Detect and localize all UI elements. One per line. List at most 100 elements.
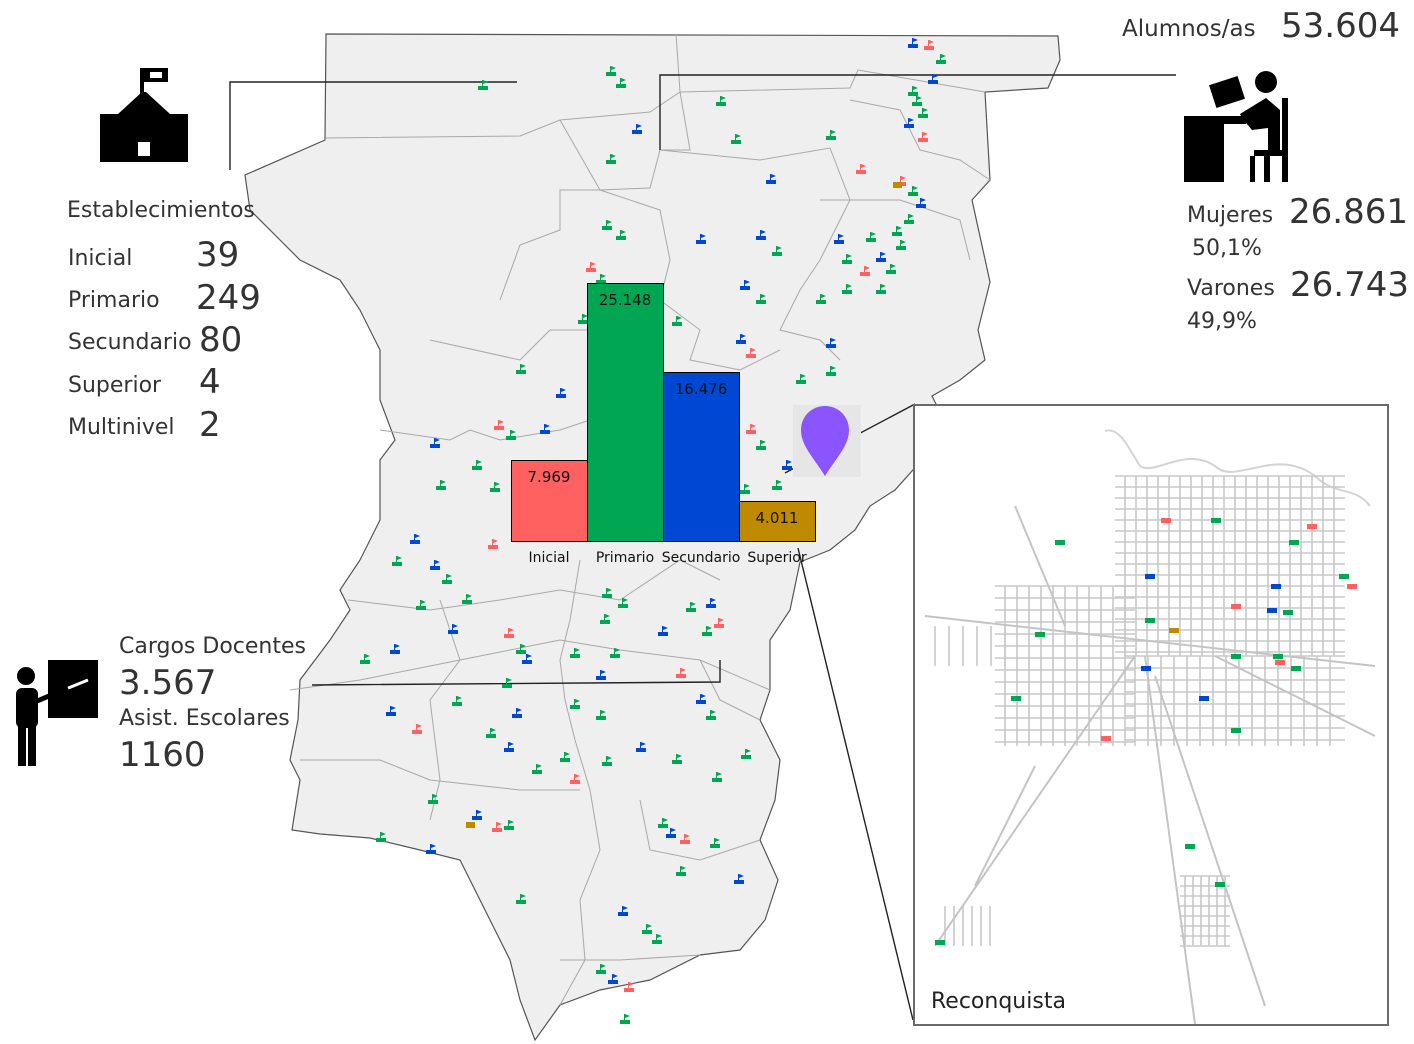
flag-marker-icon: [696, 694, 706, 704]
flag-marker-icon: [624, 982, 634, 992]
flag-marker-icon: [606, 66, 616, 76]
flag-marker-icon: [360, 654, 370, 664]
flag-marker-icon: [928, 74, 938, 84]
flag-marker-icon: [710, 838, 720, 848]
flag-marker-icon: [416, 600, 426, 610]
teachers-label: Cargos Docentes: [119, 634, 306, 659]
bar-category-label: Secundario: [661, 550, 741, 566]
flag-marker-icon: [1211, 518, 1221, 523]
flag-marker-icon: [618, 906, 628, 916]
flag-marker-icon: [486, 728, 496, 738]
flag-marker-icon: [892, 226, 902, 236]
flag-marker-icon: [560, 752, 570, 762]
assistants-value: 1160: [119, 735, 206, 775]
flag-marker-icon: [734, 874, 744, 884]
bar-value-label: 25.148: [598, 291, 652, 309]
reconquista-inset-map: Reconquista: [913, 404, 1389, 1026]
bar-primario: [587, 283, 664, 542]
flag-marker-icon: [616, 230, 626, 240]
flag-marker-icon: [504, 742, 514, 752]
flag-marker-icon: [426, 844, 436, 854]
flag-marker-icon: [782, 460, 792, 470]
flag-marker-icon: [696, 234, 706, 244]
flag-marker-icon: [540, 424, 550, 434]
flag-marker-icon: [610, 648, 620, 658]
flag-marker-icon: [488, 539, 498, 549]
flag-marker-icon: [860, 266, 870, 276]
flag-marker-icon: [430, 560, 440, 570]
flag-marker-icon: [1231, 604, 1241, 609]
flag-marker-icon: [918, 132, 928, 142]
flag-marker-icon: [916, 198, 926, 208]
flag-marker-icon: [462, 594, 472, 604]
flag-marker-icon: [1161, 518, 1171, 523]
flag-marker-icon: [1185, 844, 1195, 849]
flag-marker-icon: [570, 774, 580, 784]
inset-label: Reconquista: [931, 989, 1066, 1014]
male-pct: 49,9%: [1187, 309, 1257, 334]
flag-marker-icon: [1267, 608, 1277, 613]
flag-marker-icon: [740, 280, 750, 290]
flag-marker-icon: [1141, 666, 1151, 671]
flag-marker-icon: [918, 108, 928, 118]
flag-marker-icon: [842, 284, 852, 294]
teachers-value: 3.567: [119, 663, 217, 703]
flag-marker-icon: [620, 1014, 630, 1024]
flag-marker-icon: [596, 670, 606, 680]
flag-marker-icon: [736, 334, 746, 344]
flag-marker-icon: [1101, 736, 1111, 741]
flag-marker-icon: [908, 38, 918, 48]
schools-label-primario: Primario: [68, 288, 160, 313]
flag-marker-icon: [706, 598, 716, 608]
flag-marker-icon: [596, 964, 606, 974]
flag-marker-icon: [1283, 610, 1293, 615]
flag-marker-icon: [876, 284, 886, 294]
flag-marker-icon: [478, 80, 488, 90]
flag-marker-icon: [512, 708, 522, 718]
flag-marker-icon: [826, 366, 836, 376]
flag-marker-icon: [876, 252, 886, 262]
flag-marker-icon: [816, 294, 826, 304]
flag-marker-icon: [908, 186, 918, 196]
flag-marker-icon: [490, 482, 500, 492]
flag-marker-icon: [600, 614, 610, 624]
flag-marker-icon: [436, 480, 446, 490]
flag-marker-icon: [492, 822, 502, 832]
flag-marker-icon: [712, 772, 722, 782]
schools-label-superior: Superior: [68, 373, 162, 398]
flag-marker-icon: [1215, 882, 1225, 887]
flag-marker-icon: [796, 374, 806, 384]
flag-marker-icon: [714, 618, 724, 628]
flag-marker-icon: [666, 828, 676, 838]
flag-marker-icon: [772, 246, 782, 256]
flag-marker-icon: [1339, 574, 1349, 579]
schools-label-multinivel: Multinivel: [68, 415, 175, 440]
flag-marker-icon: [472, 810, 482, 820]
flag-marker-icon: [602, 588, 612, 598]
bar-value-label: 16.476: [674, 380, 728, 398]
flag-marker-icon: [672, 754, 682, 764]
flag-marker-icon: [1347, 584, 1357, 589]
male-label: Varones: [1187, 276, 1275, 301]
flag-marker-icon: [506, 430, 516, 440]
flag-marker-icon: [1145, 574, 1155, 579]
flag-marker-icon: [912, 96, 922, 106]
flag-marker-icon: [1199, 696, 1209, 701]
flag-marker-icon: [756, 440, 766, 450]
flag-marker-icon: [731, 134, 741, 144]
flag-marker-icon: [442, 574, 452, 584]
flag-marker-icon: [1291, 666, 1301, 671]
schools-label-secundario: Secundario: [68, 330, 192, 355]
flag-marker-icon: [616, 78, 626, 88]
flag-marker-icon: [516, 644, 526, 654]
flag-marker-icon: [826, 130, 836, 140]
flag-marker-icon: [676, 866, 686, 876]
river-outline: [1104, 429, 1371, 507]
flag-marker-icon: [772, 480, 782, 490]
flag-marker-icon: [842, 254, 852, 264]
flag-marker-icon: [608, 974, 618, 984]
flag-marker-icon: [1271, 584, 1281, 589]
bar-category-label: Superior: [747, 550, 807, 566]
flag-marker-icon: [532, 764, 542, 774]
flag-marker-icon: [632, 124, 642, 134]
